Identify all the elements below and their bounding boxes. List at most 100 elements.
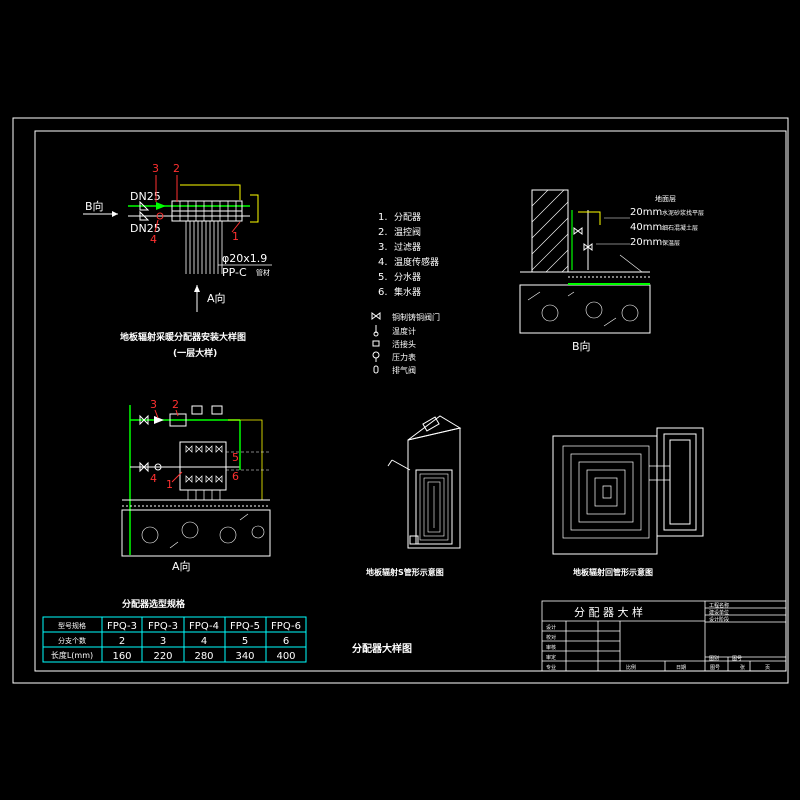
table-cell: FPQ-6 bbox=[271, 621, 301, 632]
branch-pipes bbox=[187, 490, 221, 500]
s-pipe-coils bbox=[419, 473, 449, 541]
table-cell: 340 bbox=[235, 651, 254, 662]
table-cell: 220 bbox=[153, 651, 172, 662]
spiral-layout-caption: 地板辐射回管形示意图 bbox=[573, 567, 653, 577]
legend-symbol-label: 温度计 bbox=[392, 326, 416, 336]
floor-slab bbox=[121, 509, 271, 557]
title-block-label: 图别 bbox=[709, 655, 719, 662]
callout-4: 4 bbox=[150, 233, 157, 246]
pipe-material-suffix: 管材 bbox=[256, 268, 270, 277]
manifold-return bbox=[171, 210, 243, 222]
callout-6: 6 bbox=[232, 470, 239, 483]
s-layout-view: 地板辐射S管形示意图 bbox=[366, 415, 462, 577]
layer-header: 地面层 bbox=[655, 194, 676, 203]
cabinet-lid bbox=[407, 415, 462, 441]
dimension-bracket bbox=[228, 419, 263, 500]
valve-icon bbox=[139, 200, 150, 211]
legend-label: 过滤器 bbox=[394, 241, 421, 253]
sensor-icon bbox=[156, 212, 164, 220]
callout-1: 1 bbox=[166, 478, 173, 491]
table-cell: 4 bbox=[201, 636, 207, 647]
table-cell: 400 bbox=[276, 651, 295, 662]
filter-icon bbox=[154, 416, 164, 424]
handle bbox=[422, 416, 440, 432]
table-cell: 6 bbox=[283, 636, 289, 647]
pipe-leader bbox=[391, 459, 411, 471]
callout-2: 2 bbox=[173, 162, 180, 175]
legend-symbol-label: 排气阀 bbox=[392, 365, 416, 375]
section-b-view: 地面层 20mm 水泥砂浆找平层 40mm 细石混凝土层 20mm 保温层 B向 bbox=[519, 189, 704, 353]
title-block-label: 图号 bbox=[710, 665, 720, 671]
legend-label: 分配器 bbox=[394, 212, 421, 223]
callout-leader bbox=[154, 219, 159, 233]
layer-name: 细石混凝土层 bbox=[662, 224, 698, 232]
callout-3: 3 bbox=[152, 162, 159, 175]
elevation-a-view: 3 2 4 1 5 6 A向 bbox=[121, 398, 271, 573]
legend-label: 分水器 bbox=[394, 271, 421, 283]
gate-valve-icon bbox=[139, 414, 149, 426]
table-cell: 3 bbox=[160, 636, 166, 647]
cabinet-inner bbox=[415, 469, 453, 545]
slab-hatch bbox=[141, 513, 265, 549]
legend-num: 2. bbox=[378, 227, 388, 238]
layer-thickness: 40mm bbox=[630, 222, 662, 233]
selection-table: 分配器选型规格 型号规格 分支个数 长度L(mm) FPQ-3 FPQ-3 FP… bbox=[42, 598, 307, 663]
drain-box bbox=[409, 535, 419, 545]
gate-valve-icon bbox=[371, 312, 381, 320]
title-block-title: 分 配 器 大 样 bbox=[574, 605, 643, 619]
pipe-material-label: PP-C bbox=[222, 266, 247, 279]
section-b-caption: B向 bbox=[572, 339, 591, 353]
legend-symbol-label: 铜制铸铜阀门 bbox=[392, 312, 440, 322]
legend: 1. 分配器 2. 温控阀 3. 过滤器 4. 温度传感器 5. 分水器 6. … bbox=[371, 212, 440, 375]
callout-5: 5 bbox=[232, 451, 239, 464]
joint-icon bbox=[372, 340, 380, 347]
gate-valve-icon bbox=[583, 243, 593, 251]
legend-num: 4. bbox=[378, 257, 388, 268]
pressure-gauge-icon bbox=[372, 351, 380, 359]
valve-icon bbox=[139, 210, 150, 221]
table-cell: FPQ-5 bbox=[230, 621, 260, 632]
legend-num: 3. bbox=[378, 242, 388, 253]
legend-label: 集水器 bbox=[394, 286, 421, 298]
thermometer-icon bbox=[191, 405, 203, 415]
table-cell: FPQ-3 bbox=[148, 621, 178, 632]
title-block-label: 比例 bbox=[626, 664, 636, 671]
title-block-label: 审定 bbox=[546, 654, 556, 661]
spiral-layout-view: 地板辐射回管形示意图 bbox=[552, 427, 704, 577]
table-title: 分配器选型规格 bbox=[122, 598, 186, 610]
spiral-pipe-coils bbox=[562, 445, 670, 539]
row-header: 型号规格 bbox=[58, 621, 86, 630]
manifold-closet bbox=[656, 427, 704, 537]
slab-hatch bbox=[527, 291, 639, 327]
row-header: 长度L(mm) bbox=[51, 650, 93, 660]
title-block-label: 图号 bbox=[732, 656, 742, 662]
table-grid bbox=[42, 616, 307, 663]
callout-leader bbox=[175, 409, 179, 417]
legend-symbol-label: 活接头 bbox=[392, 339, 416, 349]
leader-line bbox=[180, 184, 241, 200]
callout-1: 1 bbox=[232, 230, 239, 243]
table-cell: 5 bbox=[242, 636, 248, 647]
callout-leader bbox=[171, 471, 183, 483]
callout-2: 2 bbox=[172, 398, 179, 411]
table-cell: 2 bbox=[119, 636, 125, 647]
wall bbox=[531, 189, 569, 273]
manifold-ports bbox=[179, 201, 237, 221]
title-block-label: 校对 bbox=[546, 634, 556, 641]
dimension-bracket bbox=[250, 194, 259, 223]
wall-hatch bbox=[531, 189, 569, 273]
layer-thickness: 20mm bbox=[630, 207, 662, 218]
title-block-label: 页 bbox=[765, 665, 770, 671]
arrow-head-icon bbox=[194, 285, 200, 292]
pipe-spec-label: φ20x1.9 bbox=[222, 252, 267, 265]
arrow-head-icon bbox=[112, 211, 118, 217]
title-block-label: 设计 bbox=[546, 624, 556, 631]
table-cell: FPQ-3 bbox=[107, 621, 137, 632]
title-block: 分 配 器 大 样 工程名称 建设单位 设计阶段 设计 校对 审核 审定 专业 … bbox=[541, 600, 787, 672]
plan-title: 地板辐射采暖分配器安装大样图 bbox=[120, 331, 246, 343]
row-header: 分支个数 bbox=[58, 636, 86, 645]
title-block-label: 建设单位 bbox=[709, 609, 729, 616]
layer-thickness: 20mm bbox=[630, 237, 662, 248]
dn-bottom-label: DN25 bbox=[130, 222, 161, 235]
